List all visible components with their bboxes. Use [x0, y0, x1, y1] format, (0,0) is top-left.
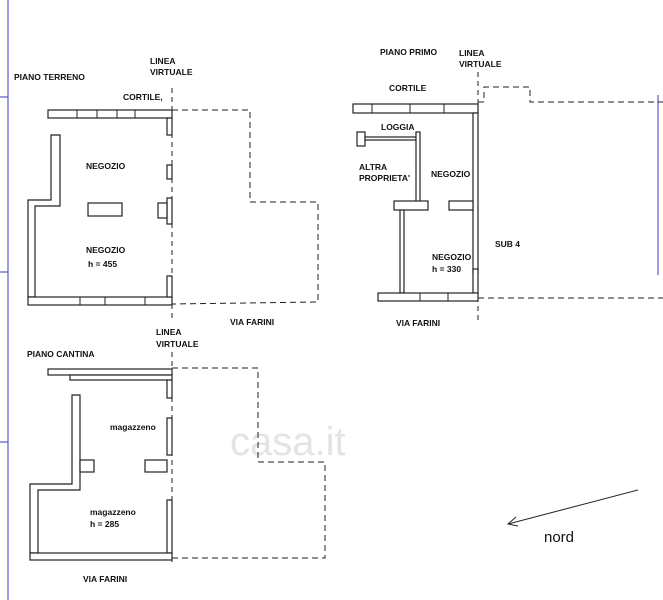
sub-label: SUB 4: [495, 239, 520, 249]
room-height: h = 330: [432, 264, 461, 274]
loggia-label: LOGGIA: [381, 122, 415, 132]
north-arrow: nord: [506, 489, 639, 546]
courtyard-label: CORTILE: [389, 83, 427, 93]
room-label: NEGOZIO: [432, 252, 472, 262]
other-property-label: ALTRA: [359, 162, 387, 172]
virtual-line-label: VIRTUALE: [150, 67, 193, 77]
ground-floor-plan: PIANO TERRENO LINEA VIRTUALE CORTILE, NE…: [14, 56, 319, 327]
other-property-label: PROPRIETA': [359, 173, 410, 183]
room-label: NEGOZIO: [431, 169, 471, 179]
street-label: VIA FARINI: [83, 574, 127, 584]
north-label: nord: [544, 529, 574, 546]
basement-title: PIANO CANTINA: [27, 349, 95, 359]
virtual-line-label: LINEA: [150, 56, 176, 66]
street-label: VIA FARINI: [230, 317, 274, 327]
watermark: casa.it: [230, 420, 346, 464]
virtual-line-label: LINEA: [459, 48, 485, 58]
room-height: h = 285: [90, 519, 119, 529]
room-label: magazzeno: [110, 422, 156, 432]
room-label: NEGOZIO: [86, 161, 126, 171]
virtual-line-label: VIRTUALE: [459, 59, 502, 69]
courtyard-label: CORTILE,: [123, 92, 163, 102]
street-label: VIA FARINI: [396, 318, 440, 328]
first-floor-title: PIANO PRIMO: [380, 47, 438, 57]
room-height: h = 455: [88, 259, 117, 269]
virtual-line-label: LINEA: [156, 327, 182, 337]
ground-floor-title: PIANO TERRENO: [14, 72, 85, 82]
room-label: magazzeno: [90, 507, 136, 517]
room-label: NEGOZIO: [86, 245, 126, 255]
basement-plan: PIANO CANTINA LINEA VIRTUALE magazzeno m…: [27, 327, 326, 584]
first-floor-plan: PIANO PRIMO LINEA VIRTUALE CORTILE LOGGI…: [352, 47, 663, 328]
virtual-line-label: VIRTUALE: [156, 339, 199, 349]
